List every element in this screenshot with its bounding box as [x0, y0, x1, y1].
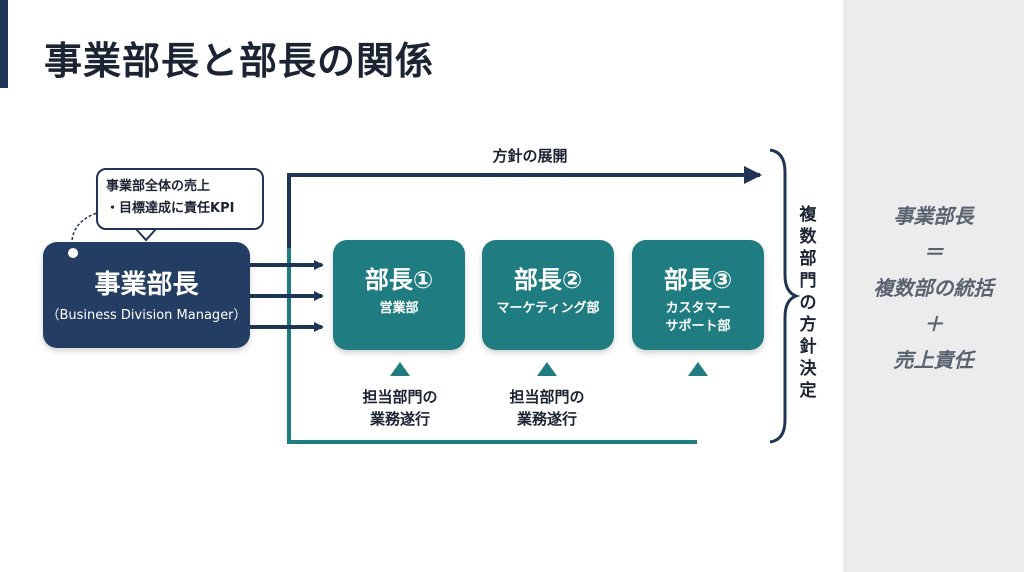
callout-line-2: ・目標達成に責任KPI [106, 201, 235, 216]
summary-line-2: ＝ [923, 240, 944, 264]
tag-string [71, 211, 101, 251]
summary-line-5: 売上責任 [893, 348, 974, 372]
callout-pointer [135, 228, 157, 242]
responsibility-callout: 事業部全体の売上 ・目標達成に責任KPI [96, 168, 264, 230]
callout-line-1: 事業部全体の売上 [106, 179, 211, 194]
up-triangle-2 [537, 362, 557, 376]
manager-title-2: 部長② [513, 266, 583, 294]
manager-dept-3: カスタマー サポート部 [665, 301, 731, 334]
page-title: 事業部長と部長の関係 [44, 39, 435, 83]
curly-brace [769, 148, 801, 444]
summary-line-3: 複数部の統括 [873, 276, 994, 300]
manager-box-2: 部長② マーケティング部 [482, 240, 614, 350]
policy-arrow [287, 166, 762, 248]
manager-dept-1: 営業部 [379, 301, 419, 316]
manager-box-1: 部長① 営業部 [333, 240, 465, 350]
manager-dept-2: マーケティング部 [496, 301, 600, 316]
division-manager-box: 事業部長 （Business Division Manager） [43, 242, 250, 348]
execution-label-1: 担当部門の 業務遂行 [362, 388, 438, 428]
division-manager-subtitle: （Business Division Manager） [46, 308, 247, 323]
summary-line-4: ＋ [923, 312, 944, 336]
tag-hole-icon [68, 248, 78, 258]
summary-panel: 事業部長 ＝ 複数部の統括 ＋ 売上責任 [843, 0, 1024, 572]
policy-label: 方針の展開 [492, 147, 568, 165]
manager-box-3: 部長③ カスタマー サポート部 [632, 240, 764, 350]
manager-title-1: 部長① [364, 266, 434, 294]
execution-line [287, 248, 697, 444]
division-manager-title: 事業部長 [94, 270, 199, 300]
vertical-policy-label: 複数部門の方針決定 [799, 205, 817, 401]
up-triangle-1 [390, 362, 410, 376]
manager-title-3: 部長③ [663, 266, 733, 294]
up-triangle-3 [688, 362, 708, 376]
execution-label-2: 担当部門の 業務遂行 [509, 388, 585, 428]
accent-bar [0, 0, 8, 88]
summary-line-1: 事業部長 [893, 204, 974, 228]
